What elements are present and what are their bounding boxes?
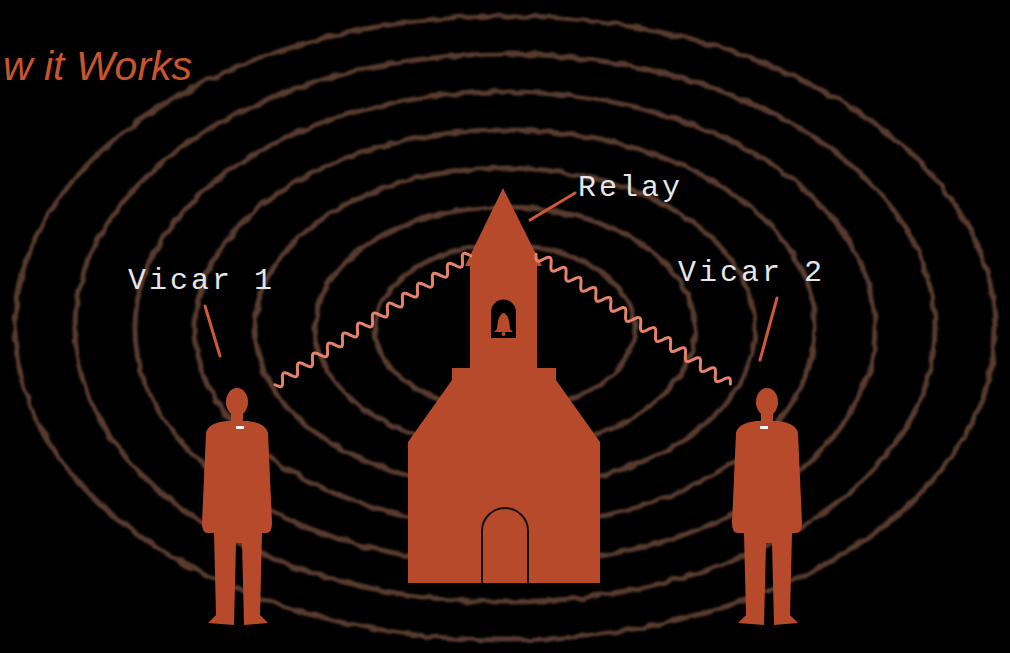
vicar-figure: Vicar 1 <box>200 383 275 628</box>
clerical-collar <box>236 426 244 429</box>
church-relay: Relay <box>405 185 605 585</box>
figure-label: Vicar 1 <box>128 266 275 296</box>
belfry-window <box>491 300 516 339</box>
radio-wave <box>536 254 730 384</box>
vicar-outline <box>730 383 805 628</box>
radio-wave <box>275 253 471 386</box>
figure-label: Vicar 2 <box>678 258 825 288</box>
vicar-outline <box>200 383 275 628</box>
bell <box>494 313 513 332</box>
signal-ring <box>15 16 995 640</box>
leader-line <box>530 193 575 220</box>
vicar-body <box>732 421 802 625</box>
church-outline <box>405 185 605 585</box>
clerical-collar <box>760 426 768 429</box>
bell-clapper <box>502 332 506 336</box>
figure-label: Relay <box>578 173 683 203</box>
leader-line <box>205 306 220 356</box>
church-door <box>482 508 528 583</box>
vicar-body <box>202 421 272 625</box>
leader-line <box>760 298 777 360</box>
church-silhouette <box>408 188 600 583</box>
page-title: w it Works <box>3 46 192 87</box>
vicar-figure: Vicar 2 <box>730 383 805 628</box>
